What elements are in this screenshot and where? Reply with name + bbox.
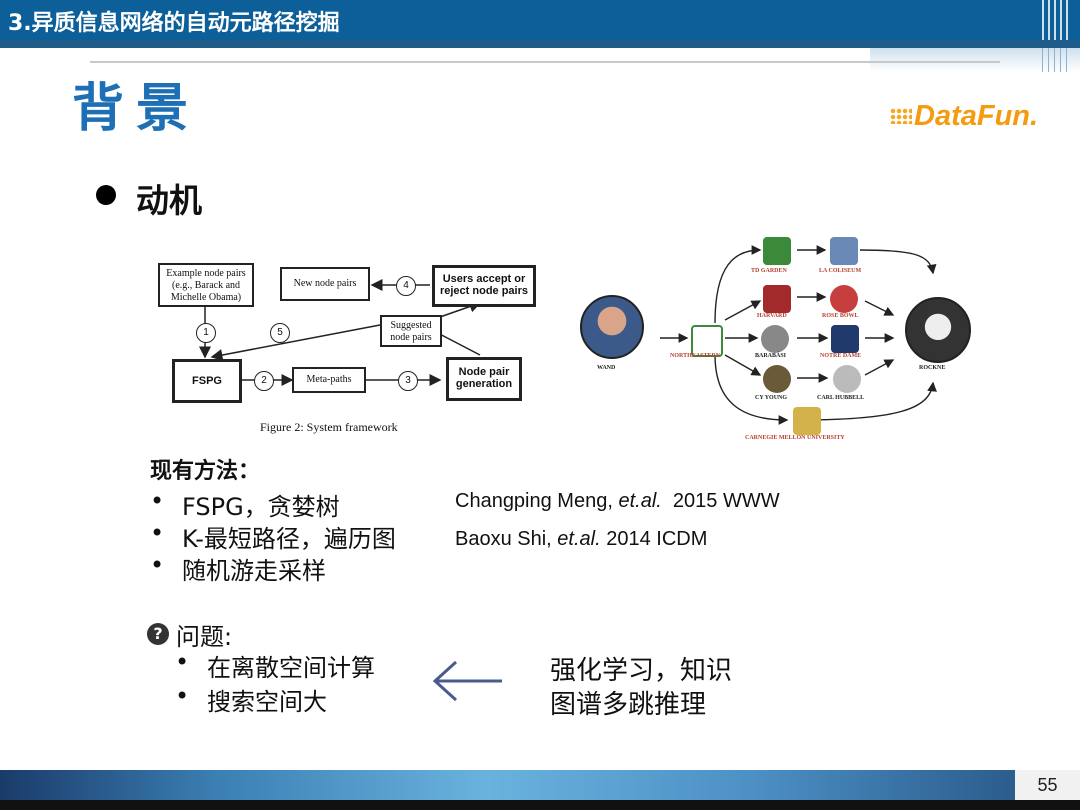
example-node-pairs-box: Example node pairs (e.g., Barack and Mic… [158, 263, 254, 307]
header-rule [0, 40, 1080, 48]
td-garden-label: TD GARDEN [751, 268, 787, 274]
problem-text: 搜索空间大 [207, 688, 327, 716]
rose-bowl-icon [830, 285, 858, 313]
framework-arrows [199, 279, 482, 386]
step-2-badge: 2 [254, 371, 274, 391]
new-node-pairs-box: New node pairs [280, 267, 370, 301]
northeastern-icon [691, 325, 723, 357]
ref-author: Baoxu Shi, [455, 528, 558, 550]
cmu-icon [793, 407, 821, 435]
step-5-badge: 5 [270, 323, 290, 343]
footer-bar: 55 [0, 770, 1080, 800]
ref-etal: et.al. [557, 528, 601, 550]
main-bullet-text: 动机 [136, 181, 202, 220]
node-pair-generation-box: Node pair generation [446, 357, 522, 401]
reference-kshortest: Baoxu Shi, et.al. 2014 ICDM [455, 528, 707, 551]
barabasi-label: BARABÁSI [755, 353, 787, 359]
la-coliseum-label: LA COLISEUM [819, 268, 862, 274]
existing-methods-title: 现有方法： [150, 459, 261, 484]
barabasi-icon [761, 325, 789, 353]
graph-arrows [660, 245, 937, 425]
notre-dame-icon [831, 325, 859, 353]
northeastern-label: NORTHEASTERN [670, 353, 721, 359]
figure-caption: Figure 2: System framework [260, 420, 398, 434]
td-garden-icon [763, 237, 791, 265]
carl-hubbell-label: CARL HUBBELL [817, 395, 865, 401]
method-text: 随机游走采样 [182, 557, 326, 585]
page-number: 55 [1015, 770, 1080, 800]
fspg-box: FSPG [172, 359, 242, 403]
bullet: • [175, 648, 190, 676]
title-bar: 3.异质信息网络的自动元路径挖掘 [0, 0, 1080, 40]
method-text: K-最短路径，遍历图 [182, 525, 396, 553]
rockne-label: ROCKNE [919, 365, 946, 371]
suggested-node-pairs-box: Suggested node pairs [380, 315, 442, 347]
solution-line-1: 强化学习，知识 [550, 656, 733, 686]
logo-text: DataFun. [914, 100, 1039, 132]
cmu-label: CARNEGIE MELLON UNIVERSITY [745, 435, 845, 441]
wand-portrait-image [580, 295, 644, 359]
step-3-badge: 3 [398, 371, 418, 391]
header-accent [870, 48, 1080, 72]
problem-text: 在离散空间计算 [207, 654, 375, 682]
left-arrow-icon [432, 660, 502, 702]
logo-dots-icon [890, 108, 912, 124]
title-bar-decoration [1042, 0, 1070, 40]
la-coliseum-icon [830, 237, 858, 265]
knowledge-graph-figure: WAND ROCKNE TD GARDEN LA COLISEUM HARVAR… [575, 235, 995, 450]
header-thin-rule [90, 61, 1000, 63]
rose-bowl-label: ROSE BOWL [822, 313, 859, 319]
cy-young-label: CY YOUNG [755, 395, 788, 401]
method-text: FSPG，贪婪树 [182, 493, 340, 521]
harvard-icon [763, 285, 791, 313]
footer-bottom-rule [0, 800, 1080, 810]
notre-dame-label: NOTRE DAME [820, 353, 862, 359]
rockne-portrait-image [905, 297, 971, 363]
slide-heading: 背景 [72, 78, 201, 139]
reference-fspg: Changping Meng, et.al. 2015 WWW [455, 490, 780, 513]
main-bullet-dot [96, 185, 116, 205]
bullet: • [150, 487, 165, 515]
users-accept-box: Users accept or reject node pairs [432, 265, 536, 307]
bullet: • [150, 551, 165, 579]
ref-author: Changping Meng, [455, 490, 619, 512]
system-framework-figure: Example node pairs (e.g., Barack and Mic… [150, 255, 550, 440]
wand-label: WAND [597, 365, 616, 371]
bullet: • [175, 682, 190, 710]
datafun-logo: DataFun. [890, 100, 1070, 136]
step-1-badge: 1 [196, 323, 216, 343]
bullet: • [150, 519, 165, 547]
meta-paths-box: Meta-paths [292, 367, 366, 393]
step-4-badge: 4 [396, 276, 416, 296]
ref-etal: et.al. [618, 490, 662, 512]
ref-venue: 2015 WWW [661, 490, 780, 512]
ref-venue: 2014 ICDM [600, 528, 708, 550]
solution-line-2: 图谱多跳推理 [550, 690, 707, 720]
section-title: 3.异质信息网络的自动元路径挖掘 [8, 11, 340, 36]
cy-young-icon [763, 365, 791, 393]
harvard-label: HARVARD [757, 313, 787, 319]
carl-hubbell-icon [833, 365, 861, 393]
question-icon: ? [147, 623, 169, 645]
problem-title: 问题: [176, 623, 233, 651]
